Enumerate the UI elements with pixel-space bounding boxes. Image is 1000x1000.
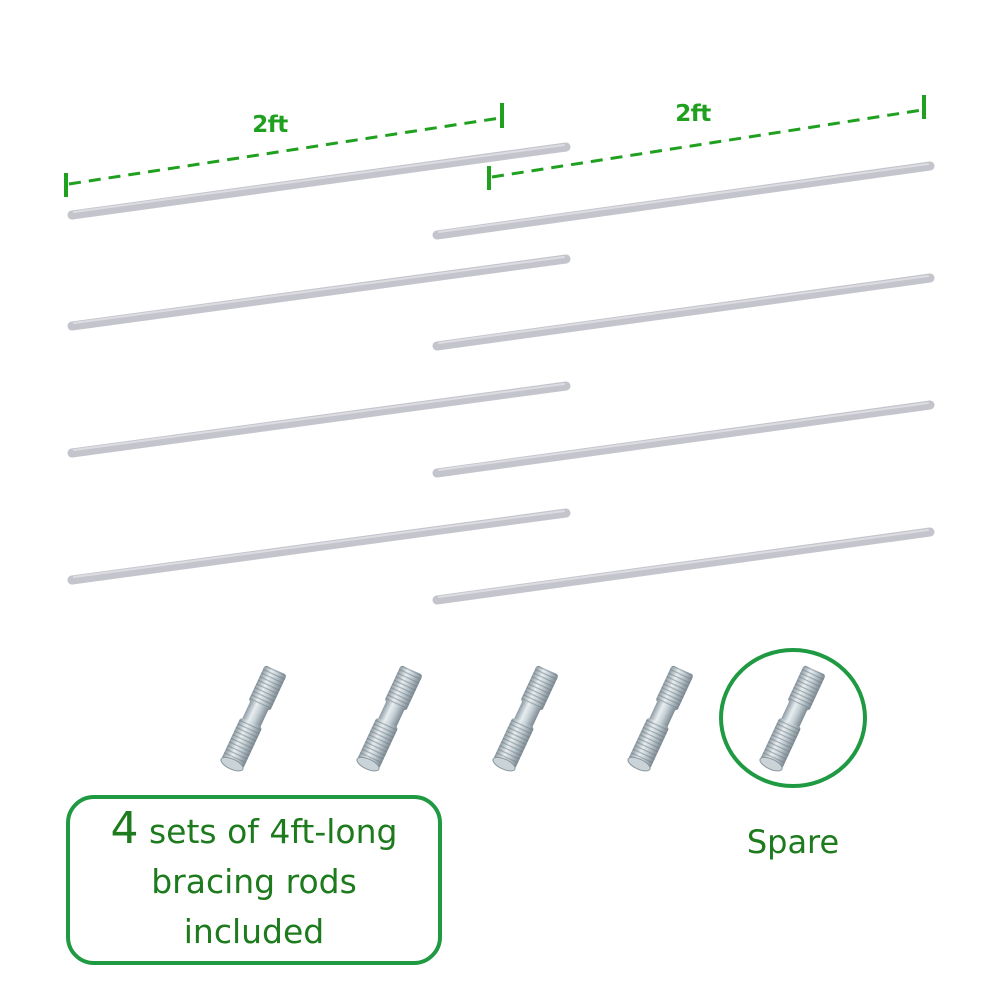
- stud-connector: [218, 664, 288, 775]
- rods-left-column: [67, 142, 571, 585]
- dimension-label-left: 2ft: [252, 112, 288, 138]
- rod: [432, 527, 935, 605]
- dimension-label-right: 2ft: [675, 101, 711, 127]
- stud-connector: [354, 664, 424, 775]
- rods-right-column: [432, 161, 935, 605]
- info-line-1: 4 sets of 4ft-long: [110, 802, 398, 854]
- rod: [432, 161, 935, 240]
- rod: [67, 254, 571, 331]
- set-count: 4: [110, 802, 139, 854]
- spare-highlight-circle: [719, 648, 867, 788]
- rod: [432, 273, 935, 351]
- info-box: 4 sets of 4ft-long bracing rods included: [66, 795, 442, 965]
- rod: [67, 381, 571, 458]
- rod-highlights: [73, 144, 929, 598]
- stud-connector: [490, 664, 560, 775]
- info-line-3: included: [183, 911, 325, 951]
- rod: [432, 400, 935, 478]
- rod: [67, 508, 571, 585]
- spare-label: Spare: [746, 823, 840, 861]
- dimension-line-left: [64, 103, 504, 197]
- stud-connector: [625, 664, 695, 775]
- info-line-2: bracing rods: [151, 861, 357, 901]
- stud-connector-spare: [757, 664, 827, 775]
- dimension-line-right: [487, 95, 926, 190]
- rod: [67, 142, 571, 220]
